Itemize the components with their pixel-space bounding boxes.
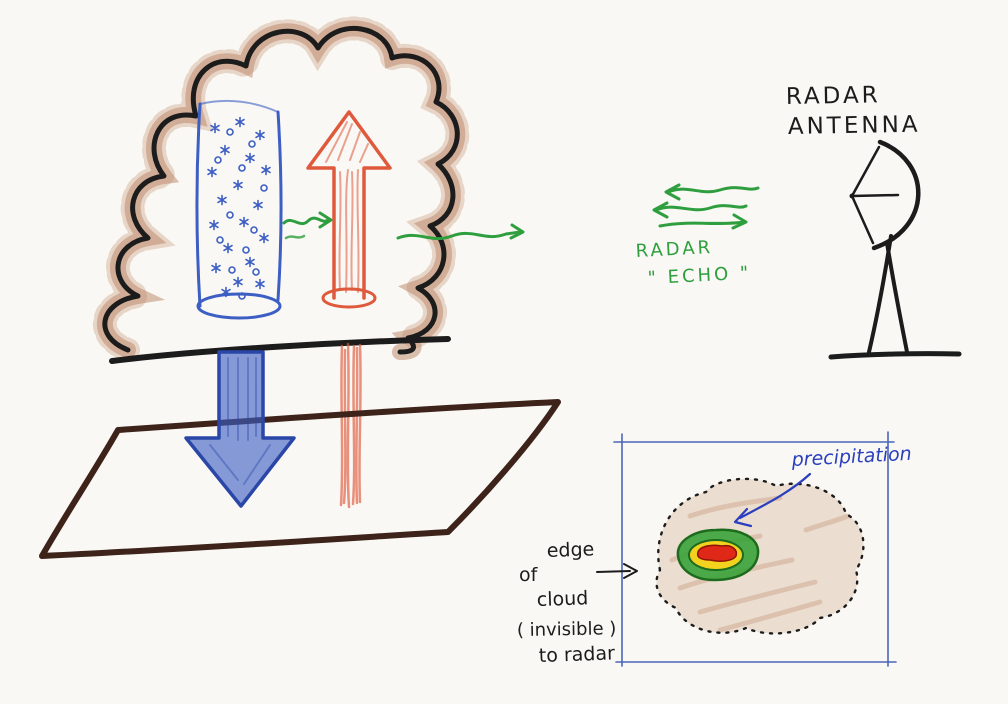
precipitation-label: precipitation	[790, 443, 912, 471]
updraft-base-ellipse	[321, 287, 377, 309]
arrowhead-right	[731, 213, 748, 230]
arrowhead-downleft	[733, 507, 753, 528]
arrowhead-right	[509, 223, 525, 240]
updraft-inflow-streak	[339, 342, 362, 509]
radar-echo-arrows	[282, 183, 760, 241]
downdraft-hatch	[209, 357, 271, 485]
ground-plane	[39, 399, 561, 559]
radar-echo-label: RADAR " ECHO "	[635, 237, 752, 289]
echo-label-line1: RADAR	[635, 237, 713, 262]
cloud-edge-dotted	[655, 477, 865, 635]
edge-label-line2: of	[519, 564, 539, 586]
echo-return-arrow-1	[664, 183, 760, 201]
echo-arrow-leaving-cloud	[396, 223, 525, 241]
updraft-arrow	[306, 110, 392, 309]
cylinder-right-wall	[276, 110, 283, 302]
dish-feed	[849, 145, 900, 245]
updraft-scribble	[325, 121, 369, 293]
downdraft-arrow	[184, 350, 296, 508]
echo-return-arrow-2	[652, 201, 748, 219]
cloud-outline	[102, 26, 460, 355]
arrowhead-right	[623, 563, 638, 579]
edge-label-line4: ( invisible )	[517, 618, 617, 641]
antenna-label-line1: RADAR	[786, 82, 881, 110]
echo-label-line2: " ECHO "	[647, 263, 752, 289]
arrowhead-left	[652, 201, 669, 219]
echo-arrow-in-cloud	[282, 211, 333, 240]
cylinder-left-wall	[195, 102, 202, 308]
precipitation-core	[676, 528, 760, 582]
edge-label-line3: cloud	[536, 587, 588, 611]
cloud-base-line	[109, 336, 451, 364]
antenna-label-line2: ANTENNA	[788, 112, 921, 140]
antenna-legs	[867, 234, 909, 354]
edge-label-line5: to radar	[538, 642, 615, 667]
edge-label-line1: edge	[546, 538, 594, 562]
cylinder-top-arc	[199, 99, 279, 113]
arrowhead-right	[318, 211, 333, 229]
downdraft-body	[184, 350, 296, 508]
antenna-ground-line	[828, 351, 962, 360]
edge-of-cloud-callout: edge of cloud ( invisible ) to radar	[517, 538, 638, 667]
echo-outgoing-arrow	[658, 213, 748, 230]
radar-view-inset: precipitation	[613, 431, 912, 667]
inset-frame	[613, 431, 897, 667]
cloud-blob-fill	[656, 478, 864, 634]
edge-arrow	[596, 563, 638, 579]
precipitation-arrow	[733, 472, 812, 528]
radar-antenna: RADAR ANTENNA	[786, 82, 962, 360]
updraft-outline	[306, 110, 392, 300]
ice-column	[195, 99, 283, 320]
precip-red-blob	[696, 544, 738, 562]
arrowhead-left	[664, 183, 681, 201]
